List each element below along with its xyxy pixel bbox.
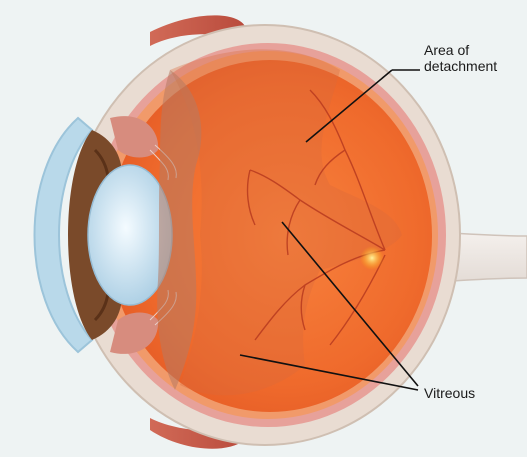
label-area-of-detachment: Area of detachment	[424, 42, 497, 74]
macula	[360, 246, 384, 270]
label-detachment-line1: Area of	[424, 42, 497, 58]
label-vitreous-text: Vitreous	[424, 385, 475, 401]
label-detachment-line2: detachment	[424, 58, 497, 74]
label-vitreous: Vitreous	[424, 385, 475, 401]
